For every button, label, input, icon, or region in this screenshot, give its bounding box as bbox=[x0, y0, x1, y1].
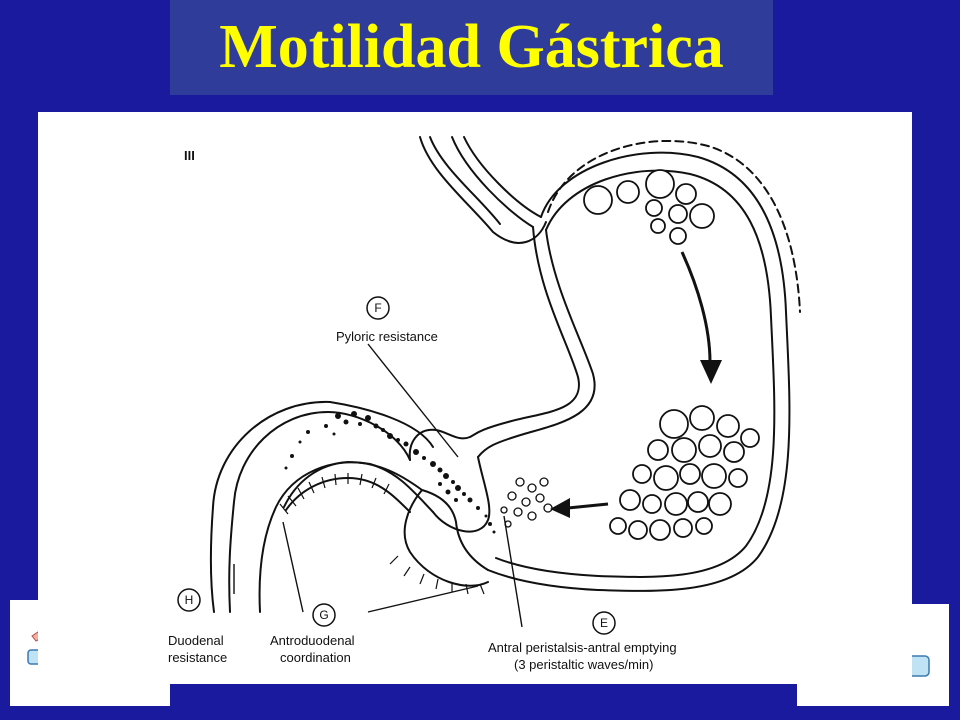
stomach-outer-wall bbox=[487, 151, 791, 592]
lesser-curvature bbox=[469, 226, 580, 438]
duodenum-lower-inner bbox=[283, 461, 423, 508]
pyloric-small-bubbles bbox=[500, 477, 553, 528]
diagram-panel: F H G E III Pyloric resistance Duodenal … bbox=[38, 112, 912, 684]
marker-e-letter: E bbox=[600, 616, 608, 630]
chyme-particles bbox=[284, 411, 496, 534]
duodenum-upper-inner bbox=[209, 400, 434, 613]
leader-lines bbox=[233, 343, 523, 628]
antral-peristalsis-label-1: Antral peristalsis-antral emptying bbox=[488, 640, 677, 655]
stomach-outer-wall-2 bbox=[495, 169, 776, 578]
antroduodenal-coordination-label-2: coordination bbox=[280, 650, 351, 665]
esophagus-inner bbox=[451, 136, 534, 228]
antral-bubbles bbox=[609, 405, 760, 541]
lesser-curvature-inner bbox=[477, 229, 596, 458]
marker-g-letter: G bbox=[319, 608, 328, 622]
antrum-lower bbox=[421, 489, 489, 571]
fundus-bubbles bbox=[583, 169, 715, 245]
panel-label: III bbox=[184, 148, 195, 163]
esophagus-wall-right bbox=[429, 136, 501, 225]
pylorus-bottom bbox=[432, 456, 491, 533]
arrow-toward-pylorus bbox=[550, 498, 609, 518]
marker-f-letter: F bbox=[374, 301, 381, 315]
duodenum-upper-outer bbox=[228, 411, 411, 613]
antroduodenal-coordination-label-1: Antroduodenal bbox=[270, 633, 355, 648]
stomach-diagram: F H G E III Pyloric resistance Duodenal … bbox=[168, 136, 801, 672]
antral-peristalsis-label-2: (3 peristaltic waves/min) bbox=[514, 657, 653, 672]
marker-h-circle bbox=[177, 588, 201, 612]
esophagus-outer bbox=[463, 136, 542, 218]
arrow-downward bbox=[680, 251, 722, 384]
antrum-base bbox=[403, 489, 489, 587]
pyloric-resistance-label: Pyloric resistance bbox=[336, 329, 438, 344]
duodenum-lower-outer bbox=[258, 461, 434, 613]
marker-f-circle bbox=[366, 296, 390, 320]
title-box: Motilidad Gástrica bbox=[170, 0, 773, 95]
slide-title: Motilidad Gástrica bbox=[219, 13, 724, 81]
marker-e-circle bbox=[592, 611, 616, 635]
marker-h-letter: H bbox=[185, 593, 194, 607]
marker-g-circle bbox=[312, 603, 336, 627]
muscle-hatching bbox=[279, 473, 485, 595]
serosa-dashed bbox=[547, 139, 801, 313]
duodenal-resistance-label-2: resistance bbox=[168, 650, 227, 665]
duodenal-resistance-label-1: Duodenal bbox=[168, 633, 224, 648]
